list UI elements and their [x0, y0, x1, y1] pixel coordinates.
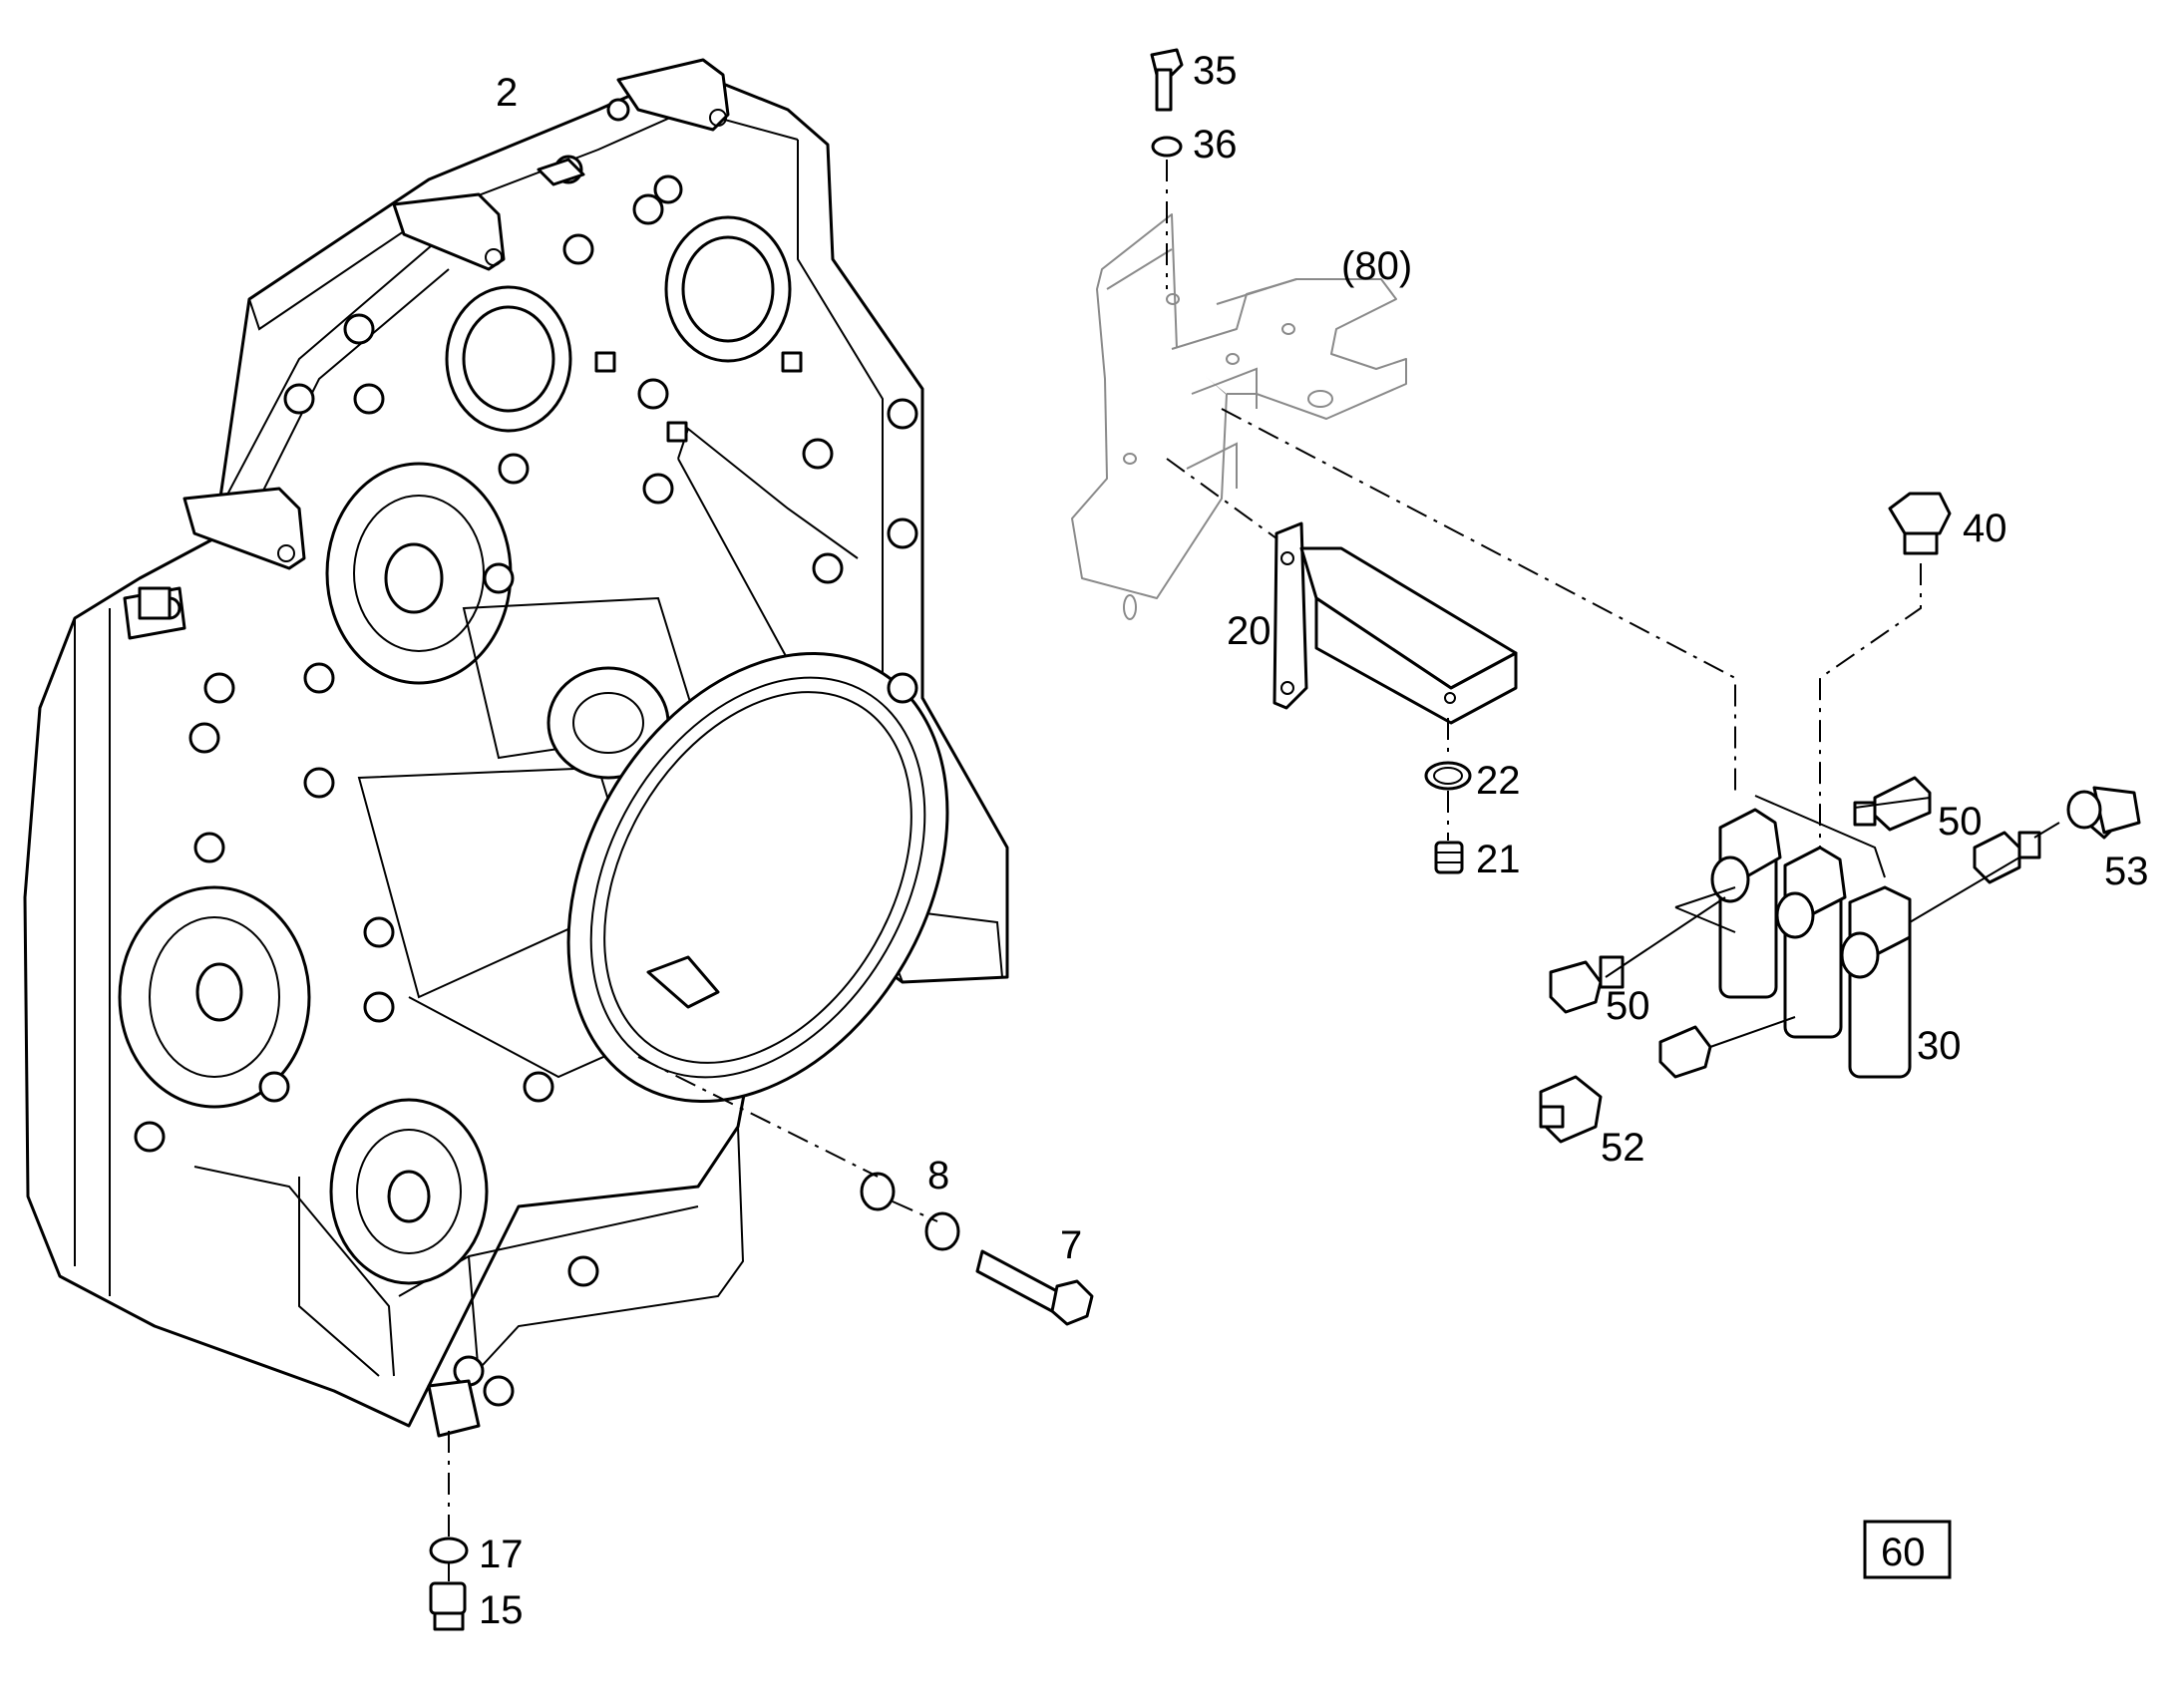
washer-8a	[860, 1172, 896, 1211]
transmission-housing	[23, 58, 1009, 1438]
callout-labels: 2 35 36 (80) 40 20 22 21 50 53 50 30 52 …	[479, 49, 2149, 1632]
callout-53: 53	[2104, 850, 2149, 893]
callout-52: 52	[1601, 1126, 1645, 1170]
callout-2: 2	[496, 71, 518, 115]
washer-36	[1151, 136, 1183, 158]
callout-20: 20	[1227, 609, 1272, 653]
screw-plug-21	[1434, 841, 1464, 874]
callout-15: 15	[479, 1588, 524, 1632]
callout-22: 22	[1476, 759, 1521, 803]
plug-40	[1888, 492, 1952, 555]
bolt-7	[975, 1249, 1094, 1326]
callout-80: (80)	[1341, 244, 1412, 288]
seal-ring-22	[1424, 761, 1472, 791]
callout-50-upper: 50	[1938, 800, 1983, 844]
assembly-lines	[448, 160, 2060, 1581]
callout-35: 35	[1193, 49, 1238, 93]
fitting-50-upper	[1853, 776, 1932, 832]
callout-17: 17	[479, 1533, 524, 1576]
seal-ring-17	[429, 1537, 469, 1564]
callout-50-lower: 50	[1606, 984, 1650, 1028]
fitting-right	[1973, 831, 2041, 884]
page-number-box: 60	[1863, 1520, 1952, 1579]
support-bracket-reference	[1071, 213, 1407, 620]
callout-7: 7	[1060, 1223, 1082, 1267]
callout-30: 30	[1917, 1024, 1962, 1068]
washer-8b	[924, 1211, 960, 1251]
callout-40: 40	[1963, 507, 2007, 550]
bolt-35	[1150, 48, 1184, 112]
adapter-52	[1539, 1025, 1712, 1144]
callout-8: 8	[927, 1154, 949, 1197]
filter-assembly-30	[1674, 795, 1912, 1079]
drain-plug-15	[429, 1581, 467, 1631]
elbow-fitting-53	[2066, 786, 2141, 840]
page-number: 60	[1881, 1531, 1926, 1574]
callout-21: 21	[1476, 838, 1521, 881]
callout-36: 36	[1193, 123, 1238, 167]
drip-tray-bracket	[1272, 521, 1518, 725]
